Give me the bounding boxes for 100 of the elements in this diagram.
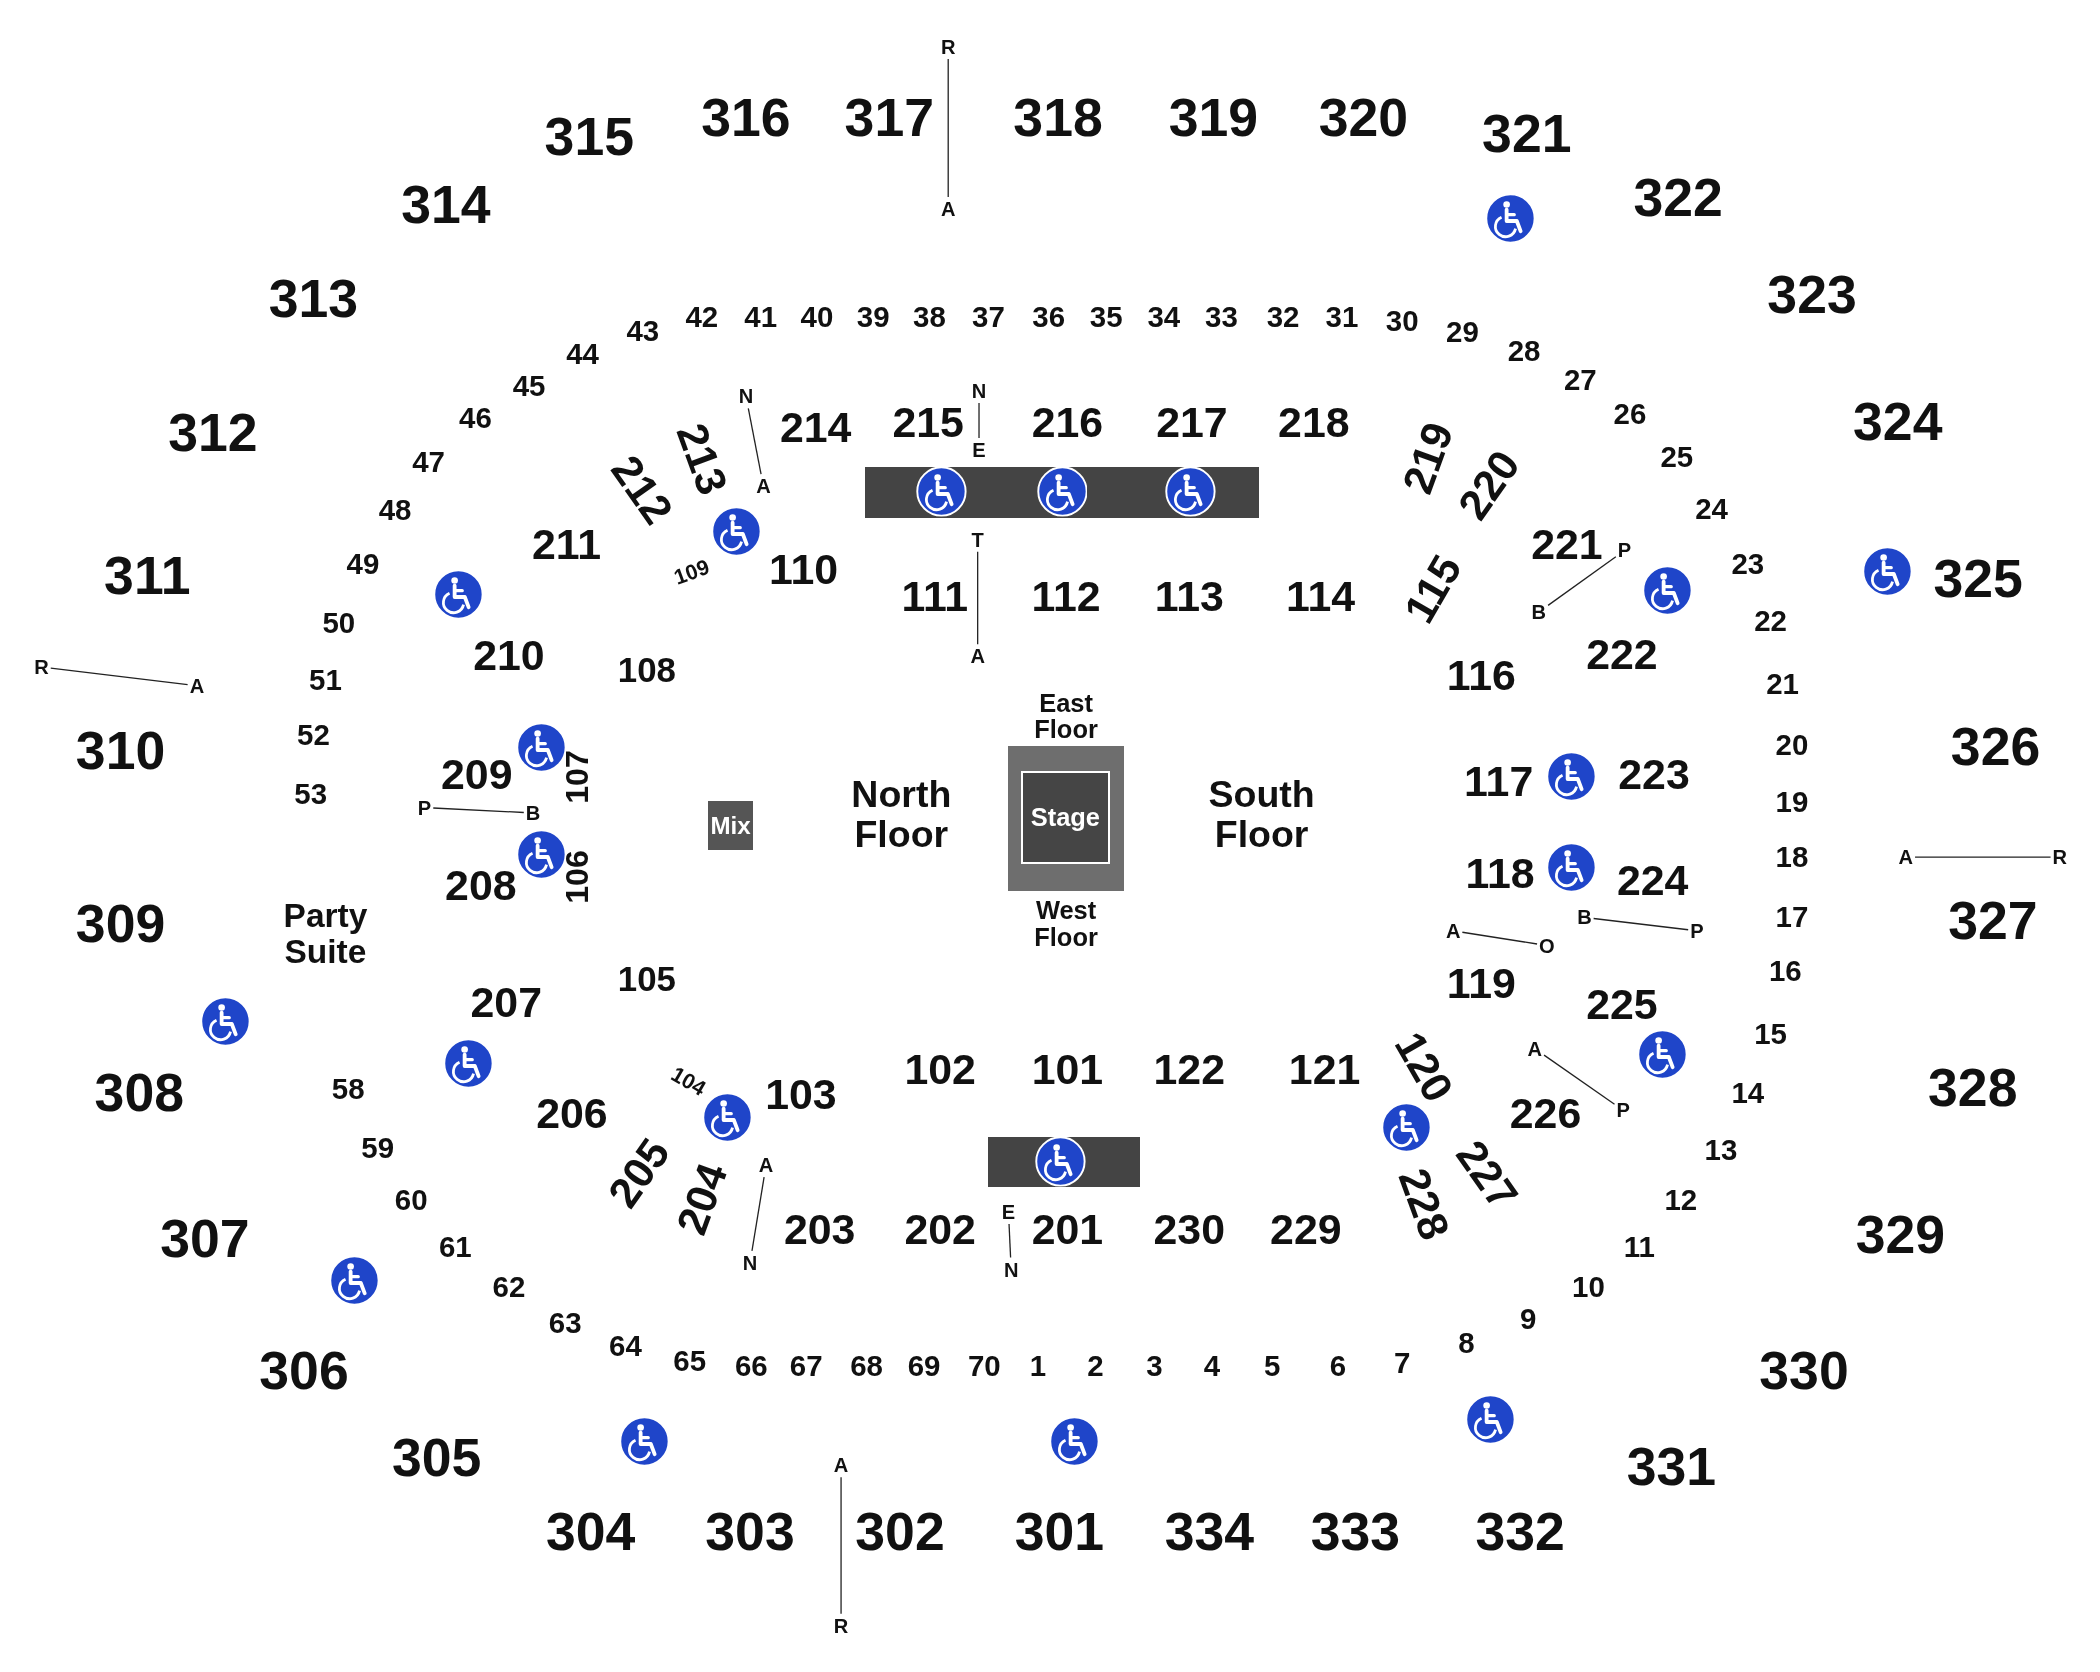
row-number: 47 (412, 447, 445, 477)
section-number: 111 (901, 574, 969, 618)
row-number: 42 (685, 302, 719, 333)
row-letter: A (970, 646, 985, 667)
upper-section-number: 309 (75, 897, 166, 951)
row-letter: P (1616, 1100, 1630, 1121)
row-number: 12 (1664, 1185, 1698, 1215)
section-number: 117 (1464, 759, 1534, 803)
row-number: 2 (1087, 1351, 1104, 1381)
section-number: 122 (1153, 1047, 1225, 1091)
section-number: 204 (669, 1157, 735, 1240)
row-letter: N (1003, 1259, 1019, 1280)
row-number: 18 (1775, 842, 1809, 872)
row-number: 14 (1731, 1078, 1765, 1108)
row-number: 13 (1704, 1135, 1738, 1166)
row-number: 5 (1264, 1351, 1281, 1381)
row-letter: N (742, 1252, 758, 1273)
row-line (1914, 856, 2052, 858)
upper-section-number: 304 (545, 1505, 636, 1559)
row-line (1461, 931, 1538, 945)
section-number: 202 (904, 1208, 976, 1251)
row-letter: E (972, 439, 986, 461)
row-number: 9 (1519, 1304, 1537, 1334)
row-letter: T (971, 529, 984, 550)
row-number: 46 (459, 403, 492, 433)
row-number: 61 (438, 1232, 472, 1262)
row-number: 36 (1032, 302, 1066, 333)
row-number: 30 (1385, 306, 1419, 337)
row-letter: E (1001, 1202, 1016, 1223)
row-number: 70 (968, 1351, 1001, 1381)
row-line (1008, 1223, 1012, 1259)
upper-section-number: 316 (701, 91, 791, 145)
upper-section-number: 307 (160, 1212, 250, 1266)
row-number: 29 (1446, 317, 1479, 347)
upper-section-number: 302 (855, 1505, 945, 1559)
row-number: 49 (346, 549, 380, 579)
row-number: 6 (1329, 1351, 1347, 1381)
upper-section-number: 323 (1767, 267, 1857, 322)
row-line (1547, 556, 1617, 607)
row-letter: B (1577, 907, 1592, 928)
row-letter: A (833, 1455, 849, 1476)
upper-section-number: 311 (104, 549, 191, 603)
row-letter: R (2052, 847, 2068, 868)
row-letter: A (940, 198, 956, 219)
section-number: 101 (1031, 1047, 1104, 1091)
section-number: 112 (1031, 574, 1101, 618)
row-number: 28 (1507, 336, 1541, 366)
stage-box: Stage (1020, 771, 1111, 864)
row-number: 51 (309, 665, 342, 696)
row-number: 37 (972, 302, 1005, 333)
section-number: 217 (1156, 400, 1228, 444)
section-number: 207 (470, 980, 542, 1024)
row-number: 21 (1766, 669, 1799, 700)
row-letter: B (1531, 602, 1547, 623)
row-number: 27 (1563, 365, 1597, 396)
row-line (751, 1176, 765, 1252)
row-number: 65 (673, 1345, 707, 1376)
row-number: 40 (800, 302, 834, 333)
upper-section-number: 326 (1950, 720, 2041, 775)
row-number: 4 (1203, 1351, 1221, 1381)
upper-section-number: 322 (1633, 171, 1723, 225)
upper-section-number: 332 (1475, 1505, 1565, 1559)
row-letter: P (1690, 920, 1704, 941)
row-letter: A (1445, 920, 1461, 941)
row-line (50, 667, 189, 686)
section-number: 221 (1531, 522, 1603, 566)
upper-section-number: 330 (1759, 1344, 1849, 1399)
upper-section-number: 313 (268, 271, 359, 326)
row-letter: R (34, 656, 49, 677)
row-number: 3 (1146, 1351, 1163, 1381)
row-number: 59 (361, 1133, 395, 1163)
section-number: 107 (561, 750, 594, 804)
upper-section-number: 321 (1482, 107, 1572, 161)
floor-label: North Floor (850, 774, 953, 854)
row-line (978, 402, 980, 439)
section-number: 222 (1586, 632, 1658, 675)
row-number: 7 (1394, 1348, 1411, 1379)
upper-section-number: 325 (1933, 551, 2023, 606)
row-number: 68 (850, 1351, 883, 1381)
row-number: 43 (626, 316, 660, 346)
row-number: 11 (1623, 1232, 1655, 1262)
floor-label: Party Suite (282, 898, 369, 969)
area-label: East Floor (1033, 689, 1099, 744)
row-number: 10 (1572, 1272, 1605, 1302)
upper-section-number: 319 (1168, 91, 1259, 145)
row-number: 31 (1325, 302, 1359, 333)
section-number: 108 (617, 652, 676, 688)
section-number: 102 (904, 1047, 976, 1091)
row-number: 32 (1266, 302, 1300, 333)
section-number: 203 (783, 1208, 856, 1251)
section-number: 210 (473, 633, 545, 677)
row-number: 53 (294, 779, 328, 809)
row-line (977, 551, 979, 645)
upper-section-number: 329 (1855, 1208, 1946, 1262)
row-letter: R (940, 36, 956, 57)
upper-section-number: 317 (844, 91, 934, 145)
section-number: 209 (441, 752, 513, 796)
upper-section-number: 320 (1318, 91, 1409, 145)
row-number: 58 (331, 1074, 365, 1104)
row-letter: A (756, 476, 771, 497)
